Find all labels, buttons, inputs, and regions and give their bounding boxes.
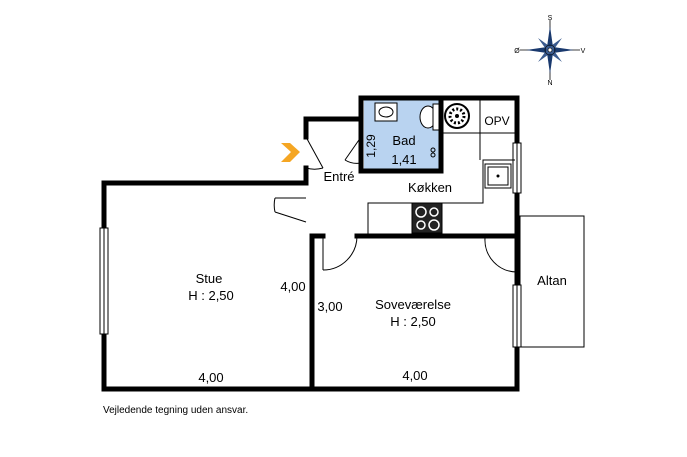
- stove: [411, 202, 443, 234]
- bathroom-fixtures: [374, 102, 440, 158]
- stue-width-dimension: 4,00: [198, 370, 223, 385]
- room-label-opv: OPV: [484, 114, 509, 128]
- room-label-bad: Bad: [392, 133, 415, 148]
- room-label-sove: Soveværelse: [375, 297, 451, 312]
- compass-west-label: Ø: [514, 48, 520, 55]
- room-label-entre: Entré: [323, 169, 354, 184]
- balcony-outline: [519, 215, 585, 348]
- bad-height: 1,29: [364, 134, 378, 158]
- compass-north-label: N: [547, 80, 552, 87]
- washbasin: [374, 102, 398, 122]
- compass-east-label: V: [581, 48, 586, 55]
- compass-south-label: S: [548, 15, 553, 22]
- disclaimer-text: Vejledende tegning uden ansvar.: [103, 405, 249, 416]
- outer-walls: [101, 95, 520, 392]
- entrance-arrow-icon: [281, 143, 300, 162]
- windows: [99, 142, 522, 348]
- stue-ceiling-height: H : 2,50: [188, 288, 234, 303]
- front-door: [305, 136, 324, 169]
- room-label-kokken: Køkken: [408, 180, 452, 195]
- bad-area: 1,41: [391, 152, 416, 167]
- stue-door: [274, 211, 307, 223]
- stue-depth-dimension: 4,00: [280, 279, 305, 294]
- compass-rose-icon: [520, 20, 580, 80]
- sove-depth-dimension: 3,00: [317, 299, 342, 314]
- bathroom-door: [344, 136, 362, 161]
- heater-fan: [444, 103, 470, 129]
- sove-width-dimension: 4,00: [402, 368, 427, 383]
- room-label-altan: Altan: [537, 273, 567, 288]
- kitchen-counter: [367, 100, 515, 236]
- room-label-stue: Stue: [196, 271, 223, 286]
- doors: [273, 136, 518, 273]
- sove-ceiling-height: H : 2,50: [390, 314, 436, 329]
